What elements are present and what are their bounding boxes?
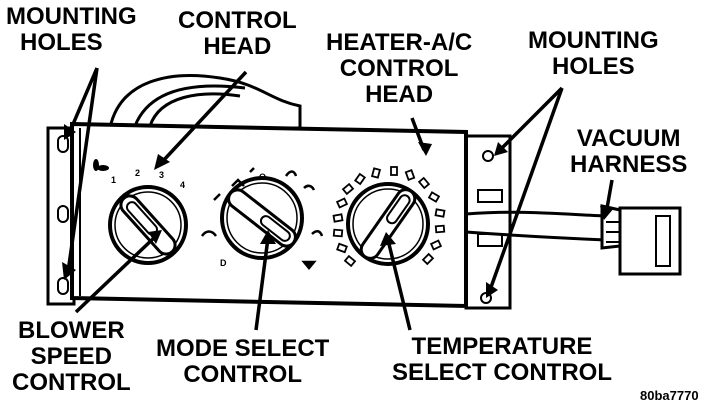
blower-tick-4: 4 bbox=[180, 180, 186, 190]
label-mounting-holes-left: MOUNTING HOLES bbox=[6, 3, 137, 56]
leader-lines bbox=[66, 67, 614, 331]
mounting-hole bbox=[482, 150, 494, 162]
mounting-hole bbox=[57, 135, 69, 153]
blower-tick-2: 2 bbox=[135, 168, 141, 178]
mounting-hole bbox=[57, 277, 69, 295]
bilevel-icon bbox=[249, 167, 255, 173]
mode-tick-off: O bbox=[259, 172, 267, 182]
mounting-hole bbox=[57, 205, 69, 223]
vent-icon bbox=[231, 178, 245, 187]
label-vacuum-harness: VACUUM HARNESS bbox=[570, 125, 688, 178]
mode-symbols bbox=[200, 167, 324, 270]
label-mounting-holes-right: MOUNTING HOLES bbox=[528, 27, 659, 80]
floor-icon bbox=[284, 170, 298, 177]
temperature-scale bbox=[332, 166, 446, 268]
mix-icon bbox=[303, 184, 316, 191]
label-blower-speed-control: BLOWER SPEED CONTROL bbox=[12, 317, 131, 396]
left-mounting-bracket bbox=[46, 126, 76, 306]
temperature-select-knob bbox=[332, 166, 446, 268]
figure-code: 80ba7770 bbox=[640, 388, 699, 403]
defrost-icon bbox=[301, 260, 317, 270]
rear-harness bbox=[108, 74, 302, 130]
panel-icon bbox=[213, 193, 221, 201]
blower-tick-3: 3 bbox=[159, 170, 165, 180]
mode-tick-d: D bbox=[220, 258, 227, 268]
label-heater-ac-control-head: HEATER-A/C CONTROL HEAD bbox=[326, 29, 473, 108]
fan-icon bbox=[93, 159, 109, 171]
blower-speed-knob bbox=[93, 159, 188, 265]
arrow-heads bbox=[62, 124, 614, 298]
label-temperature-select-control: TEMPERATURE SELECT CONTROL bbox=[392, 333, 612, 386]
recirc-icon bbox=[200, 230, 218, 237]
mode-select-knob bbox=[200, 167, 324, 270]
defrost-mix-icon bbox=[311, 230, 324, 237]
right-mounting-bracket bbox=[464, 134, 512, 310]
blower-tick-1: 1 bbox=[111, 175, 117, 185]
label-control-head: CONTROL HEAD bbox=[178, 7, 297, 60]
label-mode-select-control: MODE SELECT CONTROL bbox=[156, 335, 330, 388]
